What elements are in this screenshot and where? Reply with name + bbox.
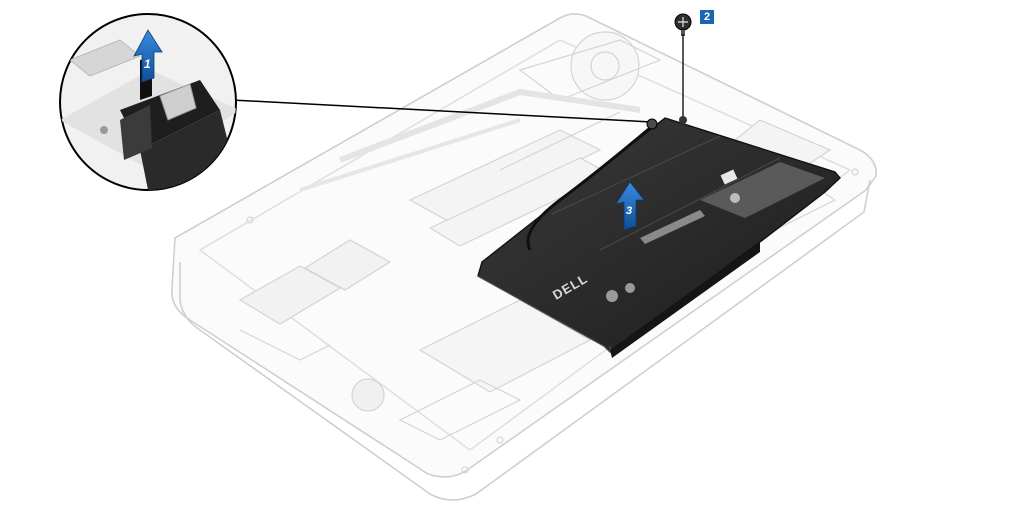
- screw-icon: [674, 13, 692, 124]
- internal-components: [238, 31, 859, 474]
- arrow-step-1-label: 1: [144, 57, 151, 71]
- lift-battery-arrow: 3: [615, 181, 645, 231]
- zoom-leader-line: [231, 99, 653, 123]
- cable-connector: [646, 118, 658, 130]
- battery: DELL: [477, 117, 841, 358]
- zoom-detail: 1: [59, 13, 237, 191]
- step-2-callout: 2: [700, 10, 714, 24]
- lift-cable-arrow: 1: [133, 29, 163, 83]
- arrow-step-3-label: 3: [626, 205, 632, 217]
